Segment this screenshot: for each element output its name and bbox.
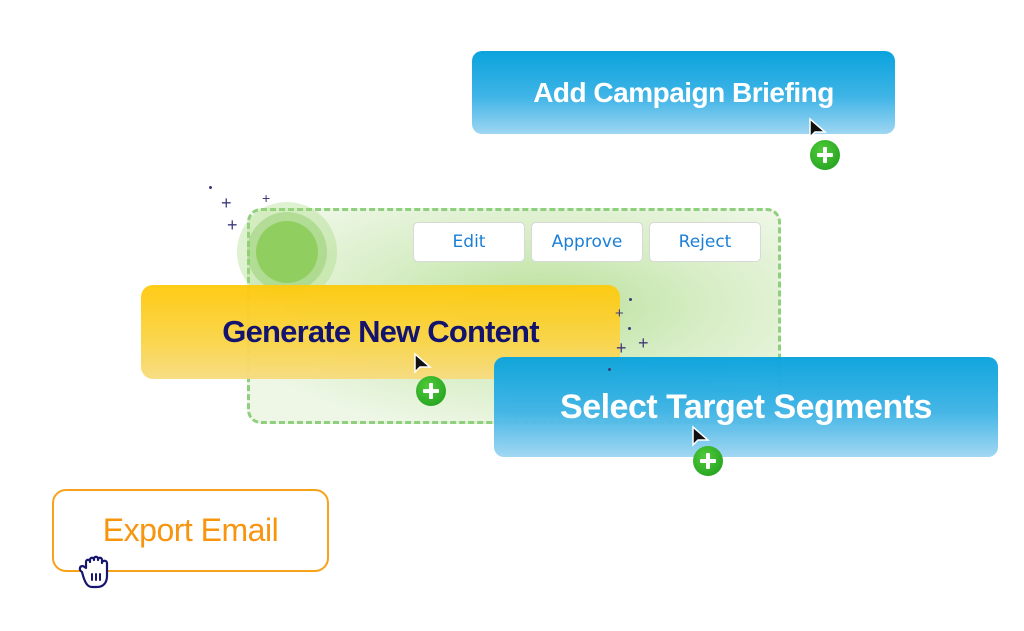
- sparkle-dot: [608, 368, 611, 371]
- approve-button[interactable]: Approve: [531, 222, 643, 262]
- sparkle-icon: +: [638, 333, 649, 353]
- sparkle-dot: [209, 186, 212, 189]
- sparkle-dot: [629, 298, 632, 301]
- arrow-cursor-icon: [692, 425, 711, 447]
- plus-circle-icon: [810, 140, 840, 170]
- reject-button[interactable]: Reject: [649, 222, 761, 262]
- sparkle-icon: +: [615, 305, 624, 322]
- sparkle-icon: +: [262, 190, 271, 206]
- select-target-segments-button[interactable]: Select Target Segments: [494, 357, 998, 457]
- export-email-button[interactable]: Export Email: [52, 489, 329, 572]
- sparkle-icon: +: [227, 215, 238, 235]
- plus-circle-icon: [416, 376, 446, 406]
- grab-hand-icon: [78, 555, 109, 589]
- sparkle-icon: +: [616, 338, 627, 358]
- arrow-cursor-icon: [809, 117, 828, 139]
- add-campaign-briefing-button[interactable]: Add Campaign Briefing: [472, 51, 895, 134]
- edit-button[interactable]: Edit: [413, 222, 525, 262]
- status-indicator-dot: [256, 221, 318, 283]
- arrow-cursor-icon: [414, 352, 433, 374]
- sparkle-dot: [628, 327, 631, 330]
- plus-circle-icon: [693, 446, 723, 476]
- sparkle-icon: +: [221, 193, 232, 213]
